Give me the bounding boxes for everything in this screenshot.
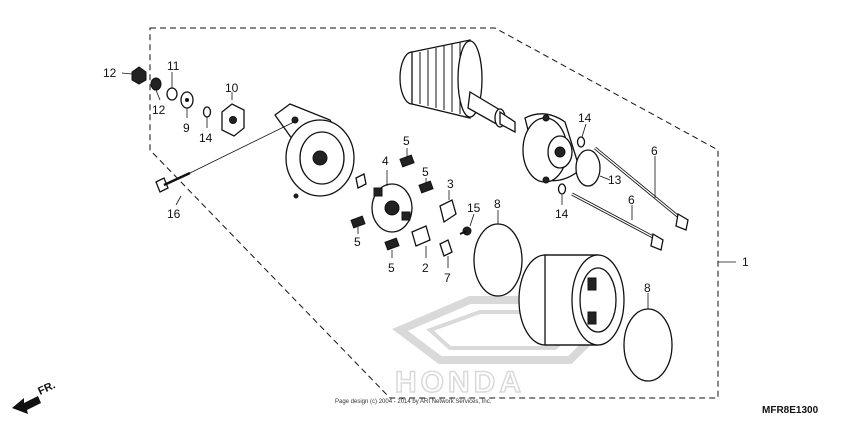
callout-8a: 8 [494, 197, 501, 211]
front-direction-indicator: FR. [12, 379, 57, 414]
callout-14b: 14 [199, 131, 213, 145]
spring-5-b [418, 180, 434, 194]
yoke-case [518, 254, 625, 346]
arrow-icon [12, 396, 41, 414]
callout-12b: 12 [152, 103, 166, 117]
diagram-code: MFR8E1300 [762, 405, 819, 416]
brush-3 [439, 199, 457, 224]
callout-13: 13 [608, 173, 622, 187]
callout-7: 7 [444, 271, 451, 285]
spring-5-a [399, 154, 415, 168]
callout-10: 10 [225, 81, 239, 95]
watermark-text: HONDA [395, 366, 525, 399]
callout-6b: 6 [628, 193, 635, 207]
callout-1: 1 [742, 255, 749, 269]
armature [399, 39, 516, 134]
front-cover [522, 113, 581, 184]
callout-16: 16 [167, 207, 181, 221]
callout-9: 9 [183, 121, 190, 135]
callout-5b: 5 [422, 165, 429, 179]
callout-3: 3 [447, 177, 454, 191]
washer-9-hole [185, 98, 189, 102]
callout-5d: 5 [388, 261, 395, 275]
rear-cover [274, 103, 355, 199]
bolt-16 [155, 119, 299, 193]
callout-8b: 8 [644, 281, 651, 295]
washer-14-upper [576, 136, 586, 148]
nut-10 [221, 103, 245, 137]
washer-11 [166, 87, 178, 101]
callout-11: 11 [167, 59, 180, 73]
callout-12a: 12 [103, 66, 117, 80]
fr-label: FR. [36, 379, 57, 397]
copyright-notice: Page design (c) 2004 - 2014 by ARI Netwo… [335, 399, 492, 405]
long-bolt-6-upper [594, 146, 689, 231]
screw-15 [459, 226, 472, 236]
brush-holder [371, 183, 413, 233]
callout-5c: 5 [354, 235, 361, 249]
callout-5a: 5 [403, 134, 410, 148]
washer-14-lower [557, 183, 567, 195]
washer-14-left [202, 106, 212, 118]
callout-2: 2 [422, 261, 429, 275]
callout-labels: 1 2 3 4 5 5 5 5 6 6 7 8 8 9 10 11 12 12 … [103, 59, 749, 295]
callout-15: 15 [467, 201, 481, 215]
callout-14a: 14 [578, 111, 592, 125]
long-bolt-6-lower [571, 192, 664, 251]
brush-7 [439, 239, 453, 257]
o-ring-13 [575, 149, 601, 187]
leader-lines [155, 72, 656, 309]
callout-6a: 6 [651, 144, 658, 158]
spring-5-c [350, 215, 366, 229]
callout-4: 4 [382, 154, 389, 168]
o-ring-8-right [623, 308, 673, 382]
spring-5-d [384, 237, 400, 251]
nut-12-lower [150, 77, 162, 91]
nut-12-upper [121, 66, 147, 85]
terminal-clip [355, 173, 367, 189]
brush-terminal-2 [411, 225, 431, 247]
o-ring-8-left [473, 223, 523, 297]
callout-14c: 14 [555, 207, 569, 221]
assembly-boundary [149, 27, 736, 399]
